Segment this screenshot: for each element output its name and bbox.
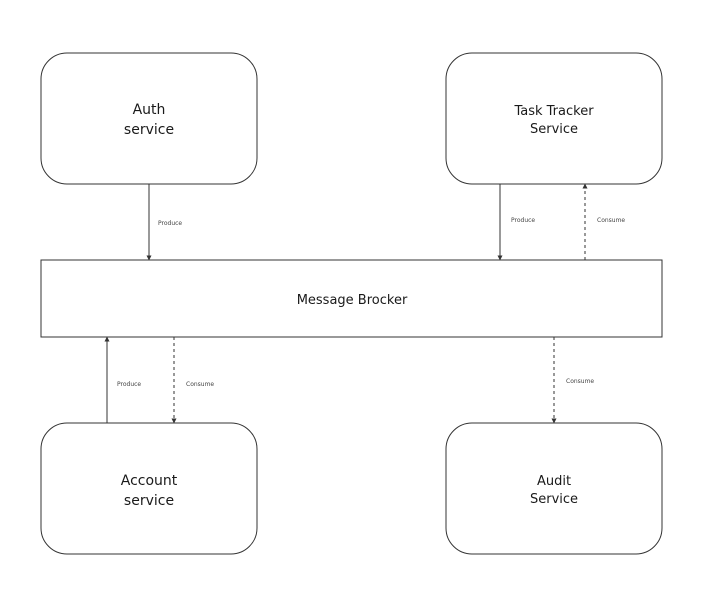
edge-tracker-consume-label: Consume xyxy=(597,217,625,224)
edge-audit-consume-label: Consume xyxy=(566,378,594,385)
auth-service-node[interactable]: Auth service xyxy=(40,52,258,185)
edge-tracker-consume: Consume xyxy=(582,183,625,260)
auth-service-label-line1: Auth xyxy=(133,102,166,118)
edge-tracker-produce: Produce xyxy=(497,184,535,261)
account-service-label-line1: Account xyxy=(121,473,178,489)
audit-service-node[interactable]: Audit Service xyxy=(445,422,663,555)
message-broker-node[interactable]: Message Brocker xyxy=(40,259,663,338)
edge-account-consume: Consume xyxy=(171,337,214,424)
edge-account-consume-label: Consume xyxy=(186,381,214,388)
edge-auth-produce: Produce xyxy=(146,184,182,261)
task-tracker-label-line1: Task Tracker xyxy=(513,104,594,119)
edge-account-produce: Produce xyxy=(104,336,141,423)
message-broker-label: Message Brocker xyxy=(297,293,408,308)
edge-auth-produce-label: Produce xyxy=(158,220,182,227)
audit-service-label-line1: Audit xyxy=(537,474,571,489)
account-service-label-line2: service xyxy=(124,493,174,509)
auth-service-label-line2: service xyxy=(124,122,174,138)
edge-tracker-produce-label: Produce xyxy=(511,217,535,224)
account-service-node[interactable]: Account service xyxy=(40,422,258,555)
task-tracker-label-line2: Service xyxy=(530,122,578,137)
audit-service-label-line2: Service xyxy=(530,492,578,507)
edge-account-produce-label: Produce xyxy=(117,381,141,388)
task-tracker-service-node[interactable]: Task Tracker Service xyxy=(445,52,663,185)
edge-audit-consume: Consume xyxy=(551,337,594,424)
